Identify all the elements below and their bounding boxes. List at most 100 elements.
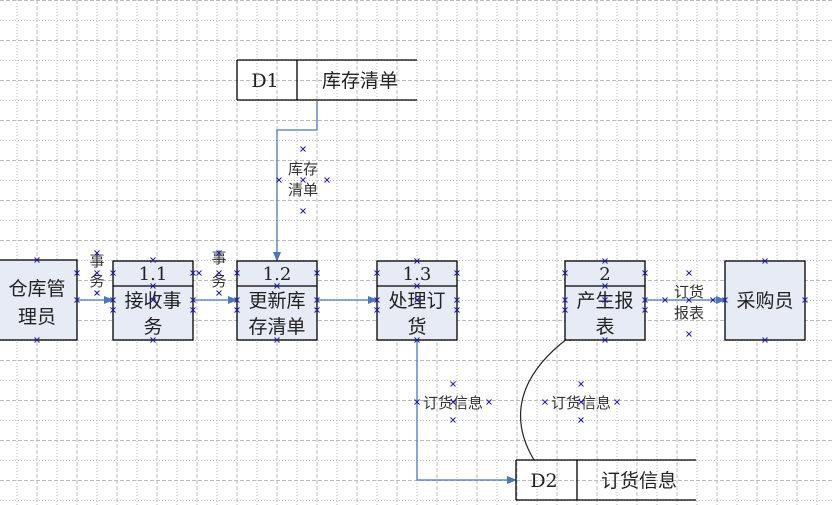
process-label-line: 务 <box>143 316 162 338</box>
flow-1-3-to-d2[interactable] <box>416 340 517 484</box>
process-number: 2 <box>599 264 610 285</box>
handle-x-icon[interactable] <box>578 417 584 423</box>
handle-x-icon[interactable] <box>602 337 608 343</box>
handle-x-icon[interactable] <box>300 208 306 214</box>
handle-x-icon[interactable] <box>614 399 620 405</box>
handle-x-icon[interactable] <box>414 337 420 343</box>
handle-x-icon[interactable] <box>686 331 692 337</box>
handle-x-icon[interactable] <box>150 283 156 289</box>
external-entity-purchaser[interactable]: 采购员 <box>724 260 806 341</box>
flow-label[interactable]: 订货 <box>674 283 704 301</box>
handle-x-icon[interactable] <box>300 177 306 183</box>
handle-x-icon[interactable] <box>110 297 116 303</box>
handle-x-icon[interactable] <box>686 297 692 303</box>
handle-x-icon[interactable] <box>276 177 282 183</box>
process-1-2[interactable]: 1.2 更新库 存清单 <box>236 260 318 341</box>
handle-x-icon[interactable] <box>562 307 568 313</box>
handle-x-icon[interactable] <box>34 337 40 343</box>
flow-d2-to-2[interactable] <box>520 332 576 461</box>
flow-label[interactable]: 库存 <box>288 160 318 178</box>
handle-x-icon[interactable] <box>486 399 492 405</box>
handle-x-icon[interactable] <box>190 297 196 303</box>
flow-label[interactable]: 订货信息 <box>423 394 483 412</box>
handle-x-icon[interactable] <box>414 258 420 264</box>
handle-x-icon[interactable] <box>190 307 196 313</box>
handle-x-icon[interactable] <box>314 270 320 276</box>
handle-x-icon[interactable] <box>34 257 40 263</box>
handle-x-icon[interactable] <box>74 270 80 276</box>
handle-x-icon[interactable] <box>234 270 240 276</box>
handle-x-icon[interactable] <box>94 290 100 296</box>
handle-x-icon[interactable] <box>602 258 608 264</box>
process-number: 1.3 <box>403 264 432 285</box>
handle-x-icon[interactable] <box>234 307 240 313</box>
handle-x-icon[interactable] <box>562 270 568 276</box>
handle-x-icon[interactable] <box>150 297 156 303</box>
handle-x-icon[interactable] <box>642 297 648 303</box>
handle-x-icon[interactable] <box>274 337 280 343</box>
flow-label[interactable]: 事 <box>89 252 104 270</box>
entity-label-line: 理员 <box>18 306 56 328</box>
handle-x-icon[interactable] <box>414 283 420 289</box>
process-label-line: 货 <box>407 316 426 338</box>
handle-x-icon[interactable] <box>216 290 222 296</box>
handle-x-icon[interactable] <box>190 270 196 276</box>
handle-x-icon[interactable] <box>94 270 100 276</box>
flow-label[interactable]: 报表 <box>674 304 704 322</box>
data-store-d2[interactable]: D2 订货信息 <box>515 459 696 501</box>
flow-label[interactable]: 务 <box>89 272 104 290</box>
handle-x-icon[interactable] <box>454 270 460 276</box>
handle-x-icon[interactable] <box>542 399 548 405</box>
data-store-d1[interactable]: D1 库存清单 <box>236 59 417 101</box>
handle-x-icon[interactable] <box>450 399 456 405</box>
external-entity-warehouse-manager[interactable]: 仓库管 理员 <box>0 259 78 341</box>
flow-d1-to-1-2[interactable] <box>273 101 318 262</box>
handle-x-icon[interactable] <box>374 307 380 313</box>
handle-x-icon[interactable] <box>74 297 80 303</box>
handle-x-icon[interactable] <box>562 297 568 303</box>
handle-x-icon[interactable] <box>722 297 728 303</box>
process-label-line: 表 <box>595 316 614 338</box>
handle-x-icon[interactable] <box>234 297 240 303</box>
handle-x-icon[interactable] <box>216 270 222 276</box>
flow-label[interactable]: 事 <box>211 249 226 267</box>
handle-x-icon[interactable] <box>324 177 330 183</box>
handle-x-icon[interactable] <box>414 297 420 303</box>
handle-x-icon[interactable] <box>274 283 280 289</box>
handle-x-icon[interactable] <box>710 297 716 303</box>
handle-x-icon[interactable] <box>374 297 380 303</box>
handle-x-icon[interactable] <box>602 297 608 303</box>
handle-x-icon[interactable] <box>762 337 768 343</box>
handle-x-icon[interactable] <box>686 270 692 276</box>
handle-x-icon[interactable] <box>196 270 202 276</box>
handle-x-icon[interactable] <box>314 297 320 303</box>
handle-x-icon[interactable] <box>374 270 380 276</box>
handle-x-icon[interactable] <box>578 381 584 387</box>
handle-x-icon[interactable] <box>314 307 320 313</box>
handle-x-icon[interactable] <box>414 399 420 405</box>
handle-x-icon[interactable] <box>454 297 460 303</box>
flow-label[interactable]: 订货信息 <box>551 394 611 412</box>
handle-x-icon[interactable] <box>578 399 584 405</box>
entity-label-line: 采购员 <box>736 290 793 312</box>
handle-x-icon[interactable] <box>662 297 668 303</box>
handle-x-icon[interactable] <box>762 258 768 264</box>
handle-x-icon[interactable] <box>450 381 456 387</box>
handle-x-icon[interactable] <box>110 270 116 276</box>
handle-x-icon[interactable] <box>300 146 306 152</box>
flow-label[interactable]: 清单 <box>288 181 318 199</box>
handle-x-icon[interactable] <box>450 417 456 423</box>
handle-x-icon[interactable] <box>150 257 156 263</box>
handle-x-icon[interactable] <box>216 250 222 256</box>
handle-x-icon[interactable] <box>642 270 648 276</box>
handle-x-icon[interactable] <box>802 297 808 303</box>
handle-x-icon[interactable] <box>642 307 648 313</box>
handle-x-icon[interactable] <box>602 283 608 289</box>
handle-x-icon[interactable] <box>454 307 460 313</box>
handle-x-icon[interactable] <box>150 337 156 343</box>
handle-x-icon[interactable] <box>110 307 116 313</box>
handle-x-icon[interactable] <box>94 250 100 256</box>
flow-label[interactable]: 务 <box>211 272 226 290</box>
process-number: 1.1 <box>139 264 168 285</box>
